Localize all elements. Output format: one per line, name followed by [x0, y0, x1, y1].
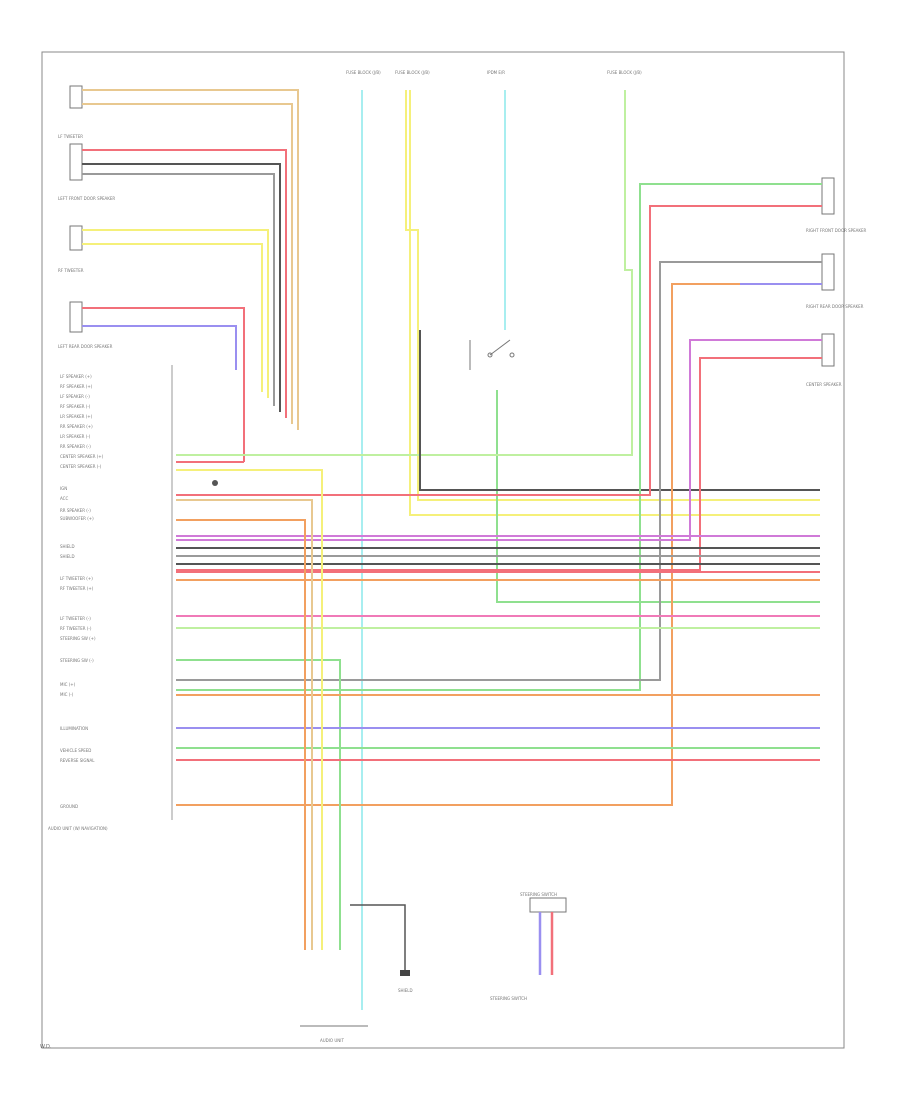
svg-text:ACC: ACC: [60, 496, 68, 501]
svg-text:LF TWEETER (-): LF TWEETER (-): [60, 616, 91, 621]
component-label: LF TWEETER: [58, 134, 83, 139]
svg-text:STEERING SW (-): STEERING SW (-): [60, 658, 94, 663]
lf-tweeter-connector: LF TWEETER: [58, 85, 83, 139]
svg-text:RF TWEETER (+): RF TWEETER (+): [60, 586, 94, 591]
svg-text:MIC (+): MIC (+): [60, 682, 76, 687]
left-speaker-wires: [82, 89, 299, 462]
splice-dot: [212, 480, 218, 486]
steering-switch-connector: STEERING SWITCH STEERING SWITCH: [490, 892, 567, 1001]
component-label: AUDIO UNIT (W/ NAVIGATION): [48, 826, 108, 831]
audio-pin-labels: LF SPEAKER (+) RF SPEAKER (+) LF SPEAKER…: [60, 374, 104, 809]
audio-unit-block: AUDIO UNIT (W/ NAVIGATION): [48, 365, 173, 831]
svg-text:AUDIO UNIT: AUDIO UNIT: [320, 1038, 344, 1043]
rf-door-speaker-connector: RIGHT FRONT DOOR SPEAKER: [806, 177, 867, 233]
svg-text:LF TWEETER (+): LF TWEETER (+): [60, 576, 93, 581]
component-label: LEFT REAR DOOR SPEAKER: [58, 344, 113, 349]
svg-text:RR SPEAKER (-): RR SPEAKER (-): [60, 444, 91, 449]
svg-text:CENTER SPEAKER (+): CENTER SPEAKER (+): [60, 454, 104, 459]
svg-text:IGN: IGN: [60, 486, 67, 491]
component-label: RF TWEETER: [58, 268, 84, 273]
component-label: LEFT FRONT DOOR SPEAKER: [58, 196, 115, 201]
diagram-frame: [41, 51, 845, 1049]
lf-door-speaker-connector: LEFT FRONT DOOR SPEAKER: [58, 143, 115, 201]
right-speaker-wires: [176, 183, 822, 806]
svg-text:RF SPEAKER (-): RF SPEAKER (-): [60, 404, 91, 409]
svg-text:VEHICLE SPEED: VEHICLE SPEED: [60, 748, 91, 753]
svg-text:ILLUMINATION: ILLUMINATION: [60, 726, 88, 731]
svg-text:REVERSE SIGNAL: REVERSE SIGNAL: [60, 758, 95, 763]
svg-text:SHIELD: SHIELD: [398, 988, 413, 993]
power-feed-wires: [176, 90, 820, 1010]
svg-text:LR SPEAKER (-): LR SPEAKER (-): [60, 434, 91, 439]
audio-unit-bottom-connector: AUDIO UNIT: [300, 1025, 368, 1043]
svg-text:SHIELD: SHIELD: [60, 544, 75, 549]
svg-text:RR SPEAKER (+): RR SPEAKER (+): [60, 424, 93, 429]
component-label: CENTER SPEAKER: [806, 382, 842, 387]
center-speaker-connector: CENTER SPEAKER: [806, 333, 842, 387]
shield-connector: SHIELD: [350, 904, 413, 993]
component-label: RIGHT FRONT DOOR SPEAKER: [806, 228, 867, 233]
component-label: STEERING SWITCH: [520, 892, 557, 897]
power-feeds: FUSE BLOCK (J/B) FUSE BLOCK (J/B) IPDM E…: [346, 70, 642, 75]
svg-text:STEERING SWITCH: STEERING SWITCH: [490, 996, 527, 1001]
page-id: W.D.: [40, 1044, 52, 1050]
svg-text:SHIELD: SHIELD: [60, 554, 75, 559]
svg-text:RF TWEETER (-): RF TWEETER (-): [60, 626, 92, 631]
svg-text:FUSE BLOCK (J/B): FUSE BLOCK (J/B): [346, 70, 381, 75]
bus-wires: [176, 461, 820, 950]
svg-text:LF SPEAKER (+): LF SPEAKER (+): [60, 374, 92, 379]
svg-text:RF SPEAKER (+): RF SPEAKER (+): [60, 384, 93, 389]
svg-text:SUBWOOFER (+): SUBWOOFER (+): [60, 516, 94, 521]
ignition-relay: [469, 339, 515, 370]
svg-text:LR SPEAKER (+): LR SPEAKER (+): [60, 414, 93, 419]
svg-text:MIC (-): MIC (-): [60, 692, 74, 697]
svg-text:RR SPEAKER (-): RR SPEAKER (-): [60, 508, 91, 513]
svg-text:FUSE BLOCK (J/B): FUSE BLOCK (J/B): [607, 70, 642, 75]
svg-text:CENTER SPEAKER (-): CENTER SPEAKER (-): [60, 464, 102, 469]
svg-text:GROUND: GROUND: [60, 804, 78, 809]
svg-text:LF SPEAKER (-): LF SPEAKER (-): [60, 394, 90, 399]
svg-text:IPDM E/R: IPDM E/R: [487, 70, 505, 75]
component-label: RIGHT REAR DOOR SPEAKER: [806, 304, 864, 309]
rr-door-speaker-connector: RIGHT REAR DOOR SPEAKER: [806, 253, 864, 309]
svg-text:FUSE BLOCK (J/B): FUSE BLOCK (J/B): [395, 70, 430, 75]
lr-door-speaker-connector: LEFT REAR DOOR SPEAKER: [58, 301, 113, 349]
rf-tweeter-connector: RF TWEETER: [58, 225, 84, 273]
svg-text:STEERING SW (+): STEERING SW (+): [60, 636, 96, 641]
